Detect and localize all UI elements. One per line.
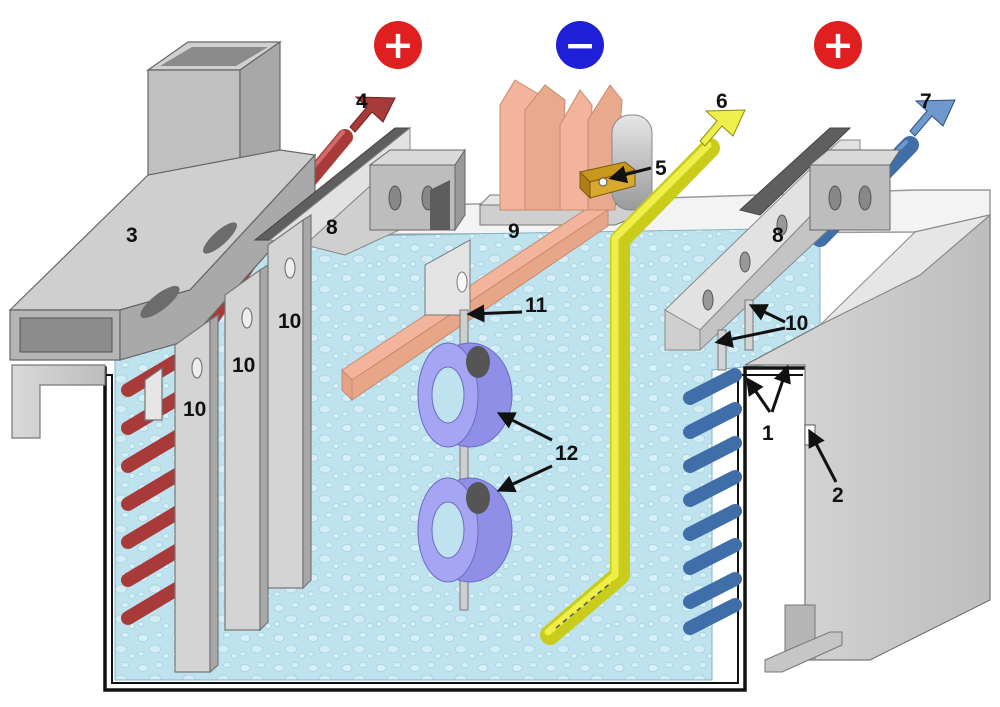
tank-support-foot: [764, 604, 843, 673]
anode-bus-clamp-left: [368, 148, 466, 232]
svg-text:+: +: [382, 23, 414, 67]
left-tank-ledge: [11, 364, 106, 439]
cathode-hanger-bar: [424, 239, 471, 611]
inlet-arrow-yellow: [699, 109, 746, 147]
label-3: 3: [126, 224, 138, 247]
anode-plates-left: [144, 213, 312, 674]
label-10-b: 10: [232, 354, 255, 377]
exhaust-duct-beam: [8, 40, 317, 361]
part-labels: 1 2 3 4 5 6 7 8 8 9 10 10 10 10 11 12: [126, 90, 932, 507]
label-2: 2: [832, 484, 844, 507]
inlet-arrow-blue: [909, 99, 956, 137]
inlet-arrow-red: [349, 96, 396, 133]
label-10-d: 10: [785, 312, 808, 335]
callout-arrows: [466, 165, 838, 493]
negative-terminal-center: −: [556, 21, 604, 69]
label-7: 7: [920, 90, 932, 113]
label-4: 4: [356, 90, 368, 113]
workpiece-rings: [417, 342, 513, 583]
svg-text:+: +: [822, 23, 854, 67]
positive-terminal-right: +: [814, 21, 862, 69]
label-10-a: 10: [183, 398, 206, 421]
label-9: 9: [508, 220, 520, 243]
air-agitation-line: [540, 138, 720, 645]
positive-terminal-left: +: [374, 21, 422, 69]
label-8-left: 8: [326, 216, 338, 239]
label-10-c: 10: [278, 310, 301, 333]
label-1: 1: [762, 422, 774, 445]
label-6: 6: [716, 90, 728, 113]
label-5: 5: [655, 157, 667, 180]
anode-bus-clamp-right: [808, 149, 901, 231]
svg-text:−: −: [564, 23, 596, 67]
label-12: 12: [555, 442, 578, 465]
label-8-right: 8: [772, 224, 784, 247]
right-tank-wall-block: [744, 213, 991, 661]
label-11: 11: [525, 294, 548, 317]
